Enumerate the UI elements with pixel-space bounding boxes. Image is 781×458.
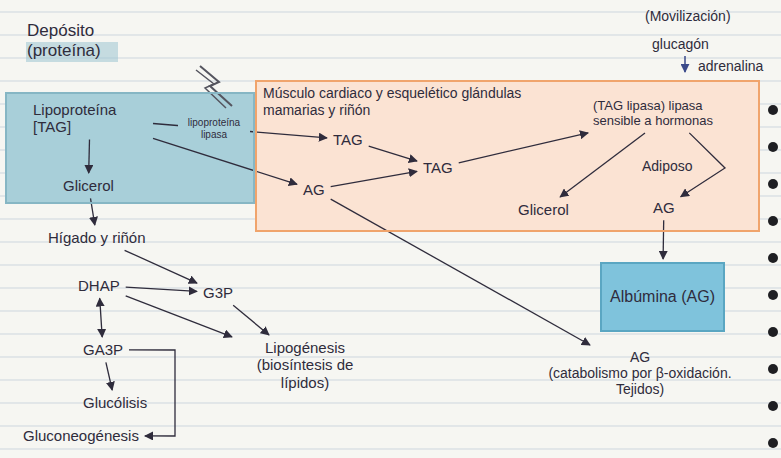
node-text: TAG [423,159,453,176]
label-holder: glucagón [652,36,709,52]
node-text: Albúmina (AG) [610,288,715,306]
tag-node: TAG [330,130,366,149]
glycerol-node: Glicerol [60,176,117,195]
binder-hole [768,216,778,226]
binder-hole [768,438,778,448]
label-holder: Adiposo [642,158,693,174]
region-heading: Depósito (proteína) [27,21,137,61]
connector-arrow [106,362,112,390]
muscle-region: Músculo cardiaco y esquelético glándulas… [255,80,760,232]
metabolite-node: DHAP [75,276,123,295]
label-holder: adrenalina [698,58,763,74]
ruled-line [0,334,781,335]
node-text: Glucólisis [83,394,147,411]
binder-hole [768,179,778,189]
ruled-line [0,35,781,36]
label-holder: lipoproteína lipasa [178,116,250,142]
edge-label: lipoproteína lipasa [180,117,248,141]
binder-hole [768,401,778,411]
connector-arrow [88,140,90,174]
connector-arrow [129,350,175,436]
node-text: AG [548,349,732,365]
fatty-acid-node: AG [300,180,328,199]
node-text: AG [303,181,325,198]
glycerol-node: Glicerol [515,200,572,219]
node-text: Lipogénesis (biosíntesis de lípidos) [238,339,372,391]
connector-arrow [153,138,297,184]
metabolite-node: GA3P [80,340,126,359]
connector-arrow [369,146,417,161]
tag-node: TAG [420,158,456,177]
connector-arrow [233,305,269,335]
lipase-node: (TAG lipasa) lipasa sensible a hormonas [590,98,750,130]
connector-arrow [560,133,645,197]
binder-hole [768,142,778,152]
binder-hole [768,253,778,263]
lightning-bolt [196,70,226,108]
hormone-name: adrenalina [698,58,763,74]
pathway-node: Gluconeogénesis [20,426,142,445]
binder-hole [768,364,778,374]
node-text: G3P [203,284,233,301]
node-text: (TAG lipasa) lipasa sensible a hormonas [593,99,747,129]
liver-node: Hígado y riñón [45,228,149,247]
ruled-line [0,426,781,427]
ruled-line [0,449,781,450]
metabolite-node: G3P [200,283,236,302]
node-text: GA3P [83,341,123,358]
lightning-bolt [200,66,232,106]
connector-arrow [126,296,232,337]
pathway-node: Glucólisis [80,393,150,412]
node-text: TAG [333,131,363,148]
note-text: (Movilización) [645,8,731,24]
binder-hole [768,105,778,115]
connector-arrow [331,171,417,186]
binder-hole [768,327,778,337]
label-holder: (Movilización) [645,8,731,24]
albumin-box: Albúmina (AG) [600,262,725,332]
catabolism-node: AG(catabolismo por β-oxidación. Tejidos) [545,348,735,398]
node-text: Gluconeogénesis [23,427,139,444]
node-text: DHAP [78,277,120,294]
hormone-name: glucagón [652,36,709,52]
hormone-arrow [684,56,686,72]
connector-arrow [100,298,103,337]
connector-arrow [662,220,664,259]
node-text: Hígado y riñón [48,229,146,246]
connector-arrow [331,199,590,345]
region-heading: Músculo cardiaco y esquelético glándulas… [263,85,573,119]
node-text: AG [653,199,675,216]
lipogenesis-node: Lipogénesis (biosíntesis de lípidos) [235,338,375,392]
node-text: (catabolismo por β-oxidación. Tejidos) [548,365,732,397]
deposit-region: Depósito (proteína)Lipoproteína [TAG]Gli… [5,92,255,204]
connector-arrow [126,287,197,291]
lipoprotein-node: Lipoproteína [TAG] [30,100,150,137]
fatty-acid-node: AG [650,198,678,217]
connector-arrow [459,133,588,163]
node-text: Lipoproteína [TAG] [33,101,147,136]
node-text: Glicerol [518,201,569,218]
connector-arrow [125,250,197,283]
node-text: Glicerol [63,177,114,194]
tissue-name: Adiposo [642,158,693,174]
binder-hole [768,290,778,300]
